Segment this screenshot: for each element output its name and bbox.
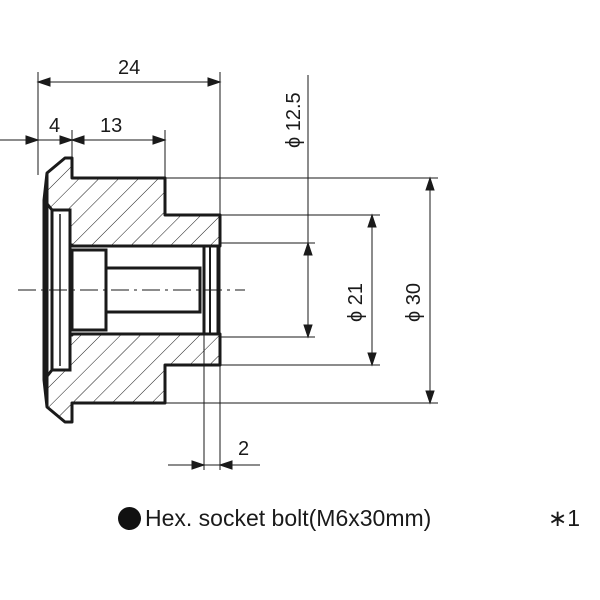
- caption-text: Hex. socket bolt(M6x30mm): [145, 505, 432, 531]
- dim-bore-diameter: ϕ 12.5: [283, 92, 305, 148]
- dim-flange-thickness: 4: [49, 115, 60, 137]
- dim-body-length: 13: [100, 115, 122, 137]
- footnote-mark: ∗1: [548, 505, 581, 531]
- dim-recess-depth: 2: [238, 438, 249, 460]
- extension-lines: [37, 72, 438, 470]
- dim-overall-length: 24: [118, 57, 140, 79]
- dimension-lines: [0, 77, 435, 470]
- caption: Hex. socket bolt(M6x30mm) ∗1: [118, 505, 598, 532]
- part-cross-section: [42, 156, 222, 424]
- dim-boss-diameter: ϕ 21: [345, 283, 367, 322]
- bullet-icon: [118, 507, 141, 530]
- dim-outer-diameter: ϕ 30: [403, 283, 425, 322]
